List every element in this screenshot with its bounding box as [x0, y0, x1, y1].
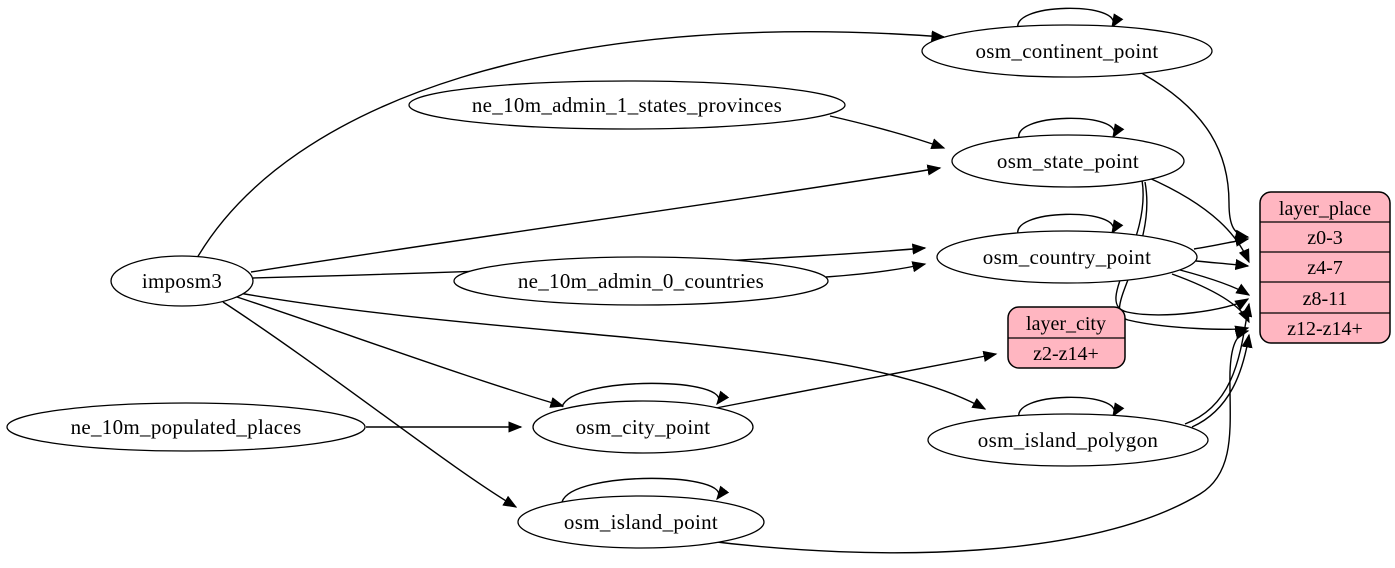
self-loop-osm-continent-point — [1017, 7, 1124, 32]
node-ne-10m-populated-places-shape — [6, 402, 366, 452]
edge-imposm3-to-osm-state-point — [250, 164, 942, 273]
node-ne-10m-admin-0-shape — [453, 256, 829, 306]
node-osm-state-point-shape — [951, 134, 1185, 188]
node-osm-state-point: osm_state_point — [951, 134, 1185, 188]
edge-osm-country-point-to-layer-place-z0-3 — [1193, 235, 1250, 250]
node-osm-country-point: osm_country_point — [936, 230, 1198, 284]
node-osm-country-point-shape — [936, 230, 1198, 284]
node-ne-10m-populated-places: ne_10m_populated_places — [6, 402, 366, 452]
record-layer-city: layer_city z2-z14+ — [1007, 306, 1126, 369]
node-osm-continent-point: osm_continent_point — [921, 24, 1213, 78]
node-osm-continent-point-shape — [921, 24, 1213, 78]
edge-osm-island-point-to-layer-place-z12-z14 — [699, 328, 1250, 554]
edge-osm-city-point-to-layer-city-z2 — [715, 350, 998, 409]
node-ne-10m-admin-0-label: ne_10m_admin_0_countries — [518, 269, 764, 293]
record-layer-city-row-z2-z14: z2-z14+ — [1033, 343, 1099, 365]
node-ne-10m-admin-1-states-provinces: ne_10m_admin_1_states_provinces — [408, 80, 846, 130]
self-loop-osm-city-point — [561, 382, 730, 408]
edge-osm-island-polygon-to-layer-place-z8-11 — [1184, 302, 1253, 425]
edge-osm-continent-point-to-layer-place-z0-3 — [1133, 68, 1250, 241]
record-layer-place-row-z0-3: z0-3 — [1307, 227, 1343, 249]
edge-osm-country-point-to-layer-place-z8-11 — [1179, 269, 1251, 296]
edge-imposm3-to-osm-island-point — [222, 301, 518, 508]
node-ne-10m-admin-1-label: ne_10m_admin_1_states_provinces — [472, 93, 782, 117]
node-osm-state-point-label: osm_state_point — [997, 149, 1139, 173]
edge-osm-country-point-to-layer-place-z12-z14 — [1171, 273, 1250, 324]
node-imposm3: imposm3 — [110, 255, 254, 307]
record-layer-place-title: layer_place — [1279, 198, 1371, 220]
node-ne-10m-populated-places-label: ne_10m_populated_places — [71, 415, 302, 439]
node-ne-10m-admin-1-shape — [408, 80, 846, 130]
record-layer-place-shape — [1259, 191, 1391, 344]
node-imposm3-label: imposm3 — [142, 269, 222, 293]
node-osm-island-polygon-label: osm_island_polygon — [978, 428, 1159, 452]
node-osm-city-point-label: osm_city_point — [576, 415, 711, 439]
self-loop-osm-island-point — [561, 477, 730, 503]
edge-osm-country-point-to-layer-place-z4-7 — [1195, 258, 1250, 271]
record-layer-city-title: layer_city — [1026, 313, 1106, 335]
node-osm-city-point-shape — [532, 400, 754, 454]
edge-imposm3-to-osm-continent-point — [196, 30, 946, 259]
edge-ne10m-admin1-to-osm-state-point — [829, 115, 946, 150]
self-loop-osm-state-point — [1018, 117, 1125, 142]
node-imposm3-shape — [110, 255, 254, 307]
edge-ne10m-admin0-to-osm-country-point — [825, 261, 927, 278]
edge-osm-state-point-to-layer-place-z4-7 — [1146, 176, 1250, 264]
record-layer-place: layer_place z0-3 z4-7 z8-11 z12-z14+ — [1259, 191, 1391, 344]
edge-osm-state-point-to-layer-place-z8-11 — [1115, 179, 1250, 316]
record-layer-place-row-z12-z14: z12-z14+ — [1287, 318, 1363, 340]
node-osm-island-polygon: osm_island_polygon — [927, 413, 1209, 467]
node-osm-city-point: osm_city_point — [532, 400, 754, 454]
edges — [196, 7, 1253, 554]
nodes: imposm3 ne_10m_admin_1_states_provinces … — [6, 24, 1213, 549]
node-osm-island-point: osm_island_point — [517, 495, 765, 549]
self-loop-osm-island-polygon — [1018, 396, 1125, 421]
self-loop-osm-country-point — [1017, 213, 1124, 238]
node-ne-10m-admin-0-countries: ne_10m_admin_0_countries — [453, 256, 829, 306]
edge-imposm3-to-osm-island-polygon — [238, 292, 987, 410]
edge-osm-island-polygon-to-layer-place-z12-z14 — [1191, 333, 1253, 428]
node-osm-island-polygon-shape — [927, 413, 1209, 467]
node-osm-island-point-label: osm_island_point — [564, 510, 718, 534]
record-layer-place-row-z8-11: z8-11 — [1303, 288, 1348, 310]
node-osm-continent-point-label: osm_continent_point — [975, 39, 1158, 63]
node-osm-country-point-label: osm_country_point — [983, 245, 1151, 269]
record-layer-place-row-z4-7: z4-7 — [1307, 257, 1343, 279]
node-osm-island-point-shape — [517, 495, 765, 549]
edge-imposm3-to-osm-city-point — [236, 296, 565, 408]
